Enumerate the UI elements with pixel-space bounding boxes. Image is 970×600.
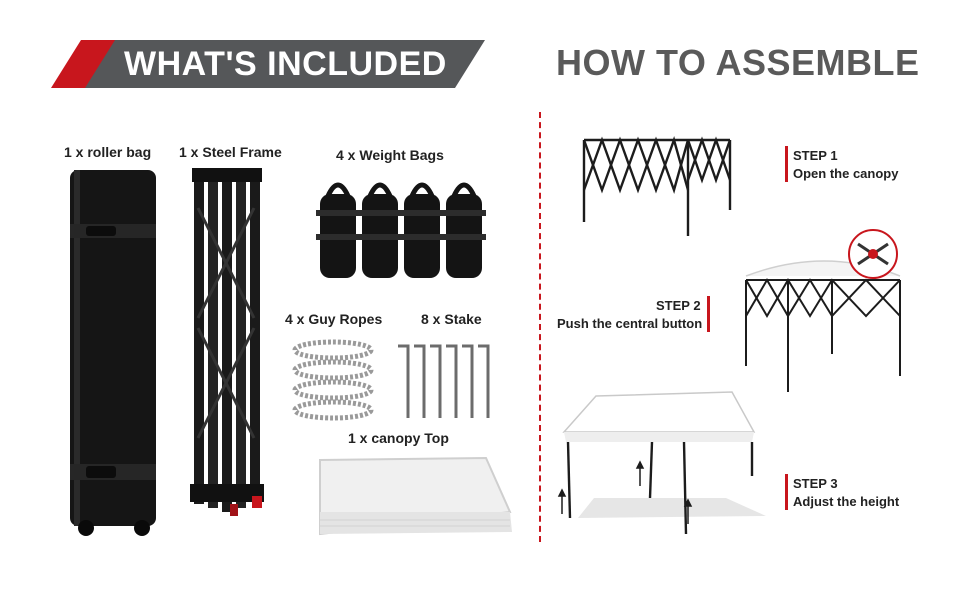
canopy-top-label: 1 x canopy Top: [348, 430, 449, 446]
step3-accent-bar: [785, 474, 788, 510]
section-divider: [539, 112, 541, 542]
stakes-label: 8 x Stake: [421, 311, 482, 327]
step1-frame-image: [582, 136, 732, 236]
roller-bag-image: [70, 170, 156, 536]
stakes-image: [398, 344, 490, 418]
step3-title: STEP 3: [793, 476, 838, 491]
step3-desc: Adjust the height: [793, 494, 900, 509]
step2-desc: Push the central button: [557, 316, 703, 331]
whats-included-title: WHAT'S INCLUDED: [124, 45, 447, 83]
canopy-top-image: [319, 456, 512, 536]
steel-frame-image: [190, 168, 264, 516]
weight-bags-image: [316, 182, 486, 278]
step2-accent-bar: [707, 296, 710, 332]
step1-accent-bar: [785, 146, 788, 182]
guy-ropes-image: [292, 339, 374, 421]
step1-desc: Open the canopy: [793, 166, 899, 181]
step3-canopy-image: [557, 391, 766, 535]
roller-bag-label: 1 x roller bag: [64, 144, 152, 160]
how-to-assemble-title: HOW TO ASSEMBLE: [556, 42, 920, 83]
steel-frame-label: 1 x Steel Frame: [179, 144, 282, 160]
step2-frame-image: [745, 229, 901, 392]
guy-ropes-label: 4 x Guy Ropes: [285, 311, 383, 327]
weight-bags-label: 4 x Weight Bags: [336, 147, 444, 163]
step2-title: STEP 2: [656, 298, 701, 313]
step1-title: STEP 1: [793, 148, 838, 163]
